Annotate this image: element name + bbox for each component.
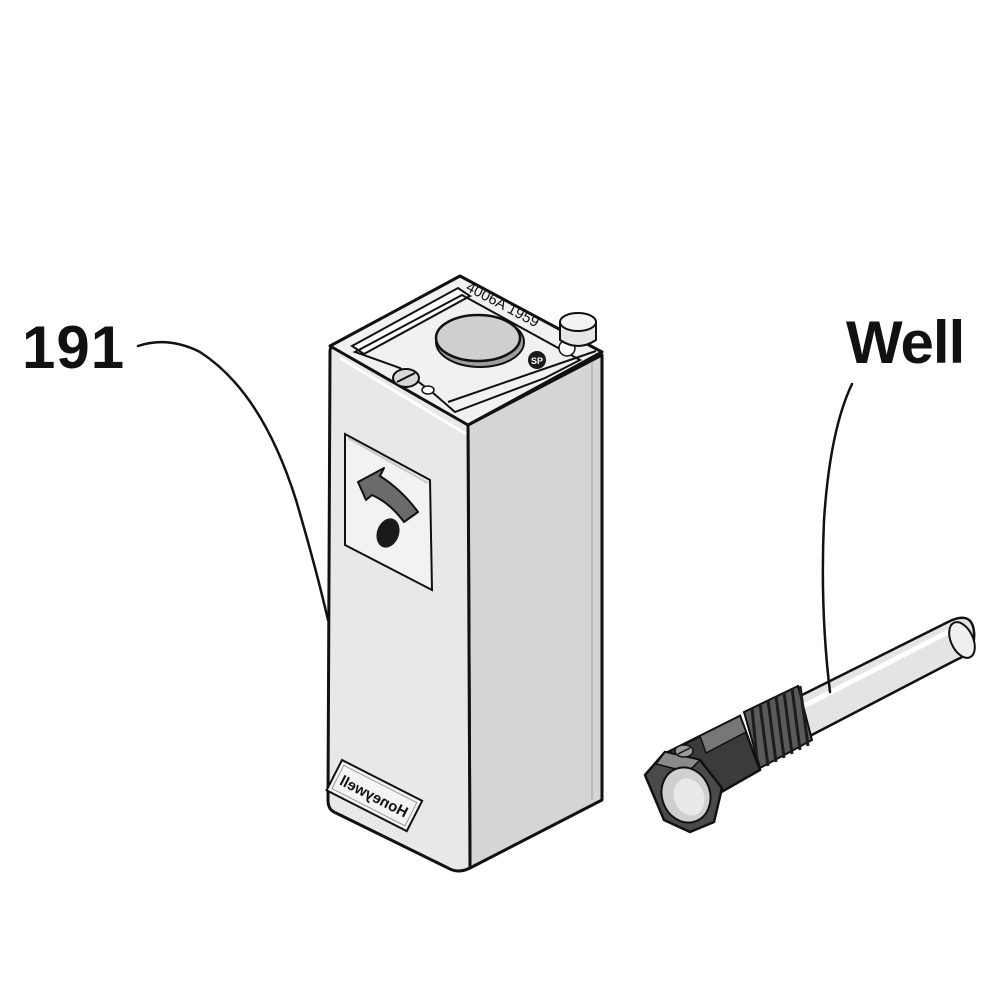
set-screw-icon — [674, 744, 694, 758]
mounting-screw-icon — [392, 368, 435, 395]
adjustment-knob — [434, 313, 525, 368]
dial-window — [344, 432, 434, 592]
leader-line-well — [821, 382, 854, 694]
part-number-callout: 191 — [22, 314, 126, 381]
terminal-post — [559, 312, 597, 347]
well-threads — [742, 684, 814, 771]
controller-side-face — [466, 353, 604, 870]
immersion-well — [643, 616, 976, 834]
dial-indicator-icon — [357, 467, 419, 548]
aquastat-controller: SP 4006A 1959 — [325, 274, 604, 873]
well-hex-fitting — [643, 714, 762, 834]
svg-text:SP: SP — [531, 356, 543, 366]
well-tube — [790, 616, 976, 740]
well-callout: Well — [846, 309, 965, 376]
leader-line-191 — [136, 340, 330, 622]
